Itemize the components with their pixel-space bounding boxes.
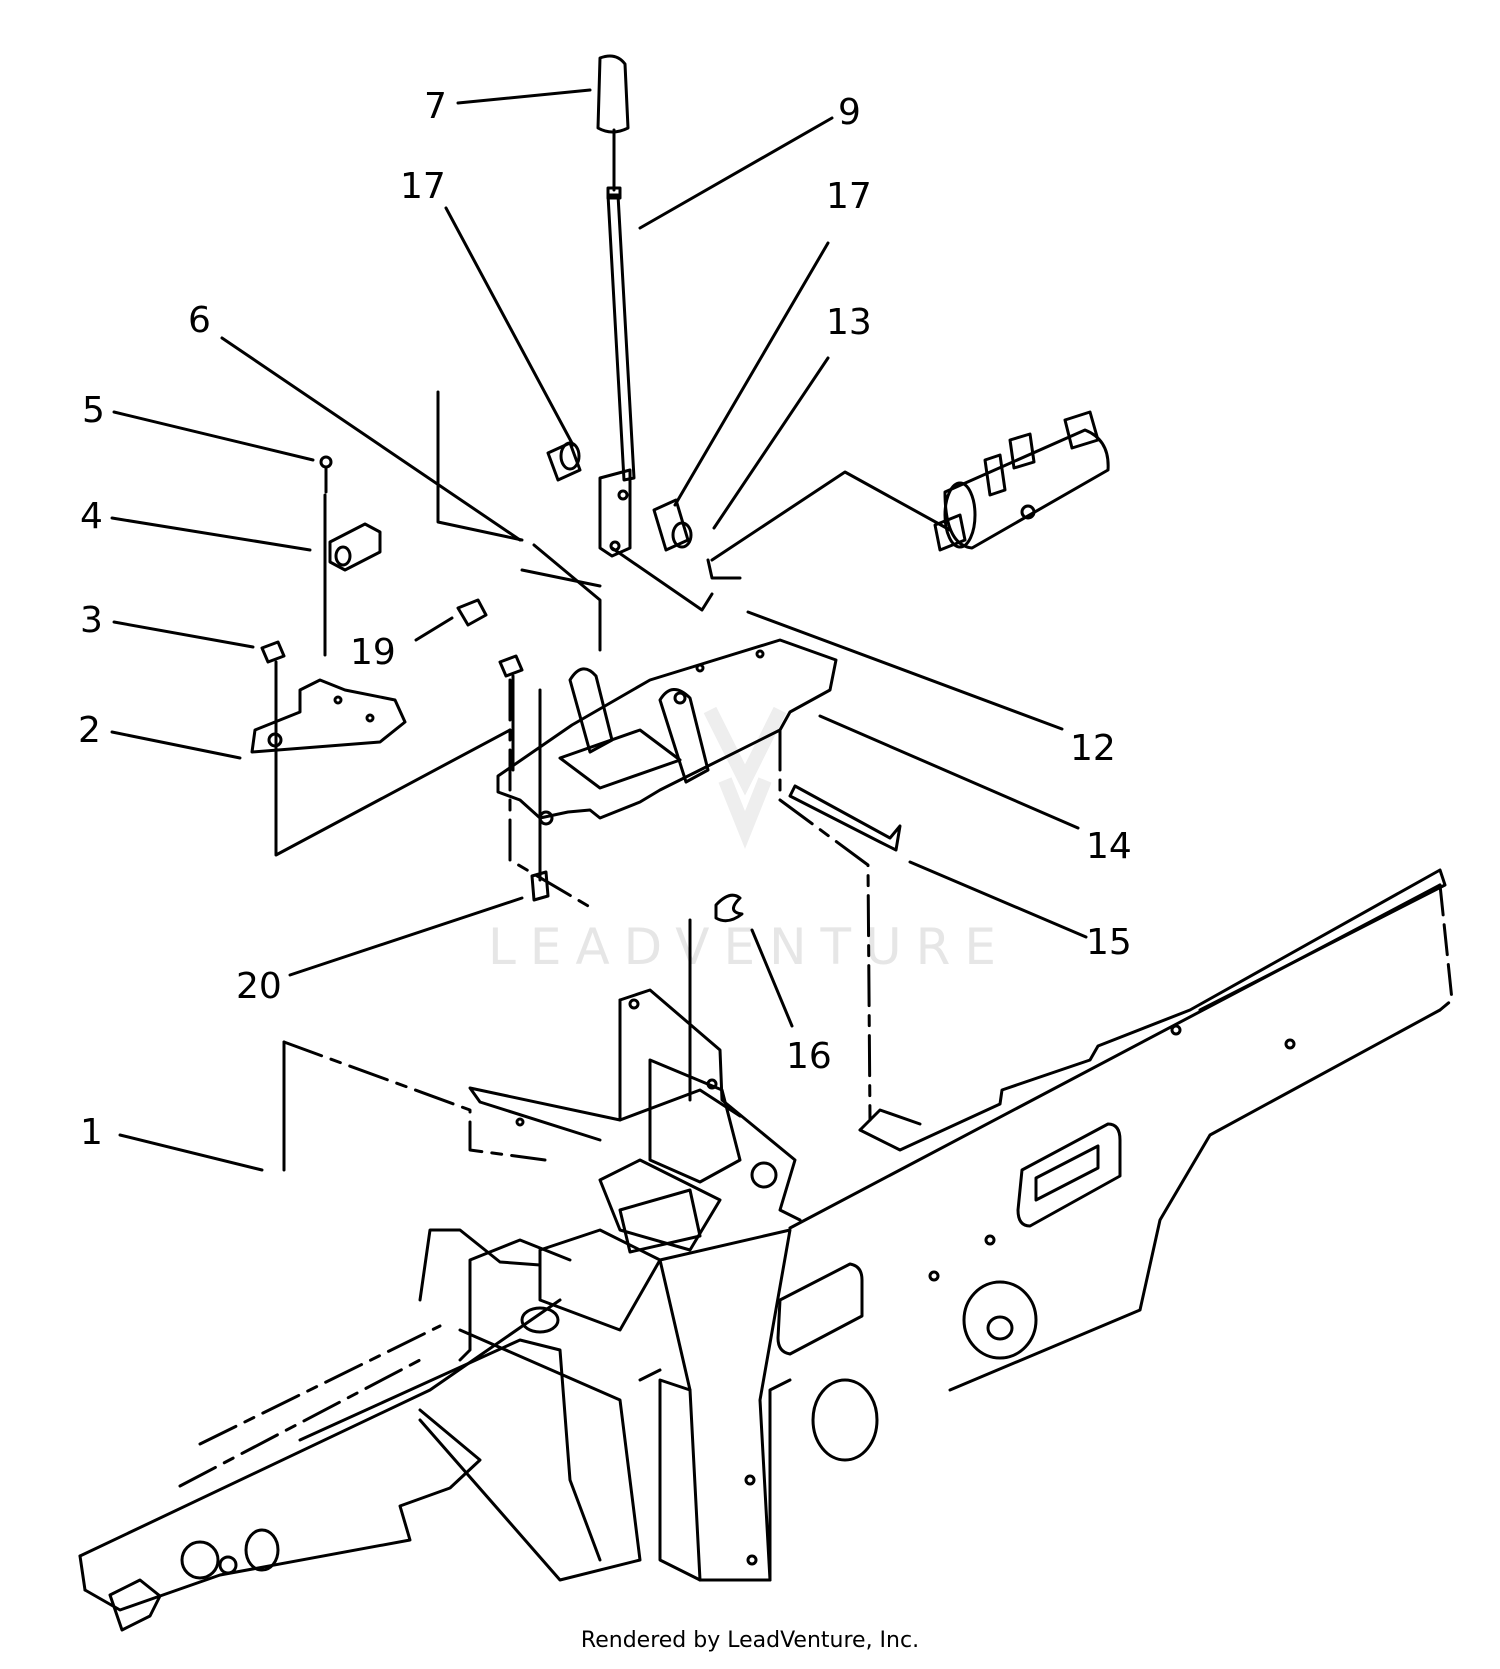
bolt-15	[788, 784, 902, 852]
callout-2: 2	[78, 710, 101, 751]
footer-credit: Rendered by LeadVenture, Inc.	[580, 1628, 920, 1653]
shift-lever	[598, 186, 636, 558]
callout-4: 4	[80, 496, 103, 537]
nut-19	[456, 598, 488, 627]
spacer-4	[328, 522, 382, 572]
callout-20: 20	[236, 966, 282, 1007]
bolt-3	[260, 640, 286, 692]
callout-3: 3	[80, 600, 103, 641]
callout-19: 19	[350, 632, 396, 673]
callout-12: 12	[1070, 728, 1116, 769]
watermark-logo	[703, 706, 787, 849]
callout-15: 15	[1086, 922, 1132, 963]
callout-17-left: 17	[400, 166, 446, 207]
leader-lines	[110, 88, 1088, 1172]
callout-7: 7	[424, 86, 447, 127]
callout-13: 13	[826, 302, 872, 343]
callout-16: 16	[786, 1036, 832, 1077]
callout-5: 5	[82, 390, 105, 431]
bolt-5	[319, 455, 333, 494]
callout-17-right: 17	[826, 176, 872, 217]
bracket-2	[250, 678, 407, 754]
bolt-top-14	[498, 654, 524, 772]
mount-plate	[496, 638, 838, 826]
watermark-text: LEADVENTURE	[488, 918, 1010, 976]
bushing-right	[652, 498, 693, 552]
callout-6: 6	[188, 300, 211, 341]
bushing-left	[546, 441, 582, 482]
callout-14: 14	[1086, 826, 1132, 867]
spring-16	[714, 893, 744, 923]
callout-9: 9	[838, 92, 861, 133]
spacer-20	[530, 870, 550, 902]
callout-1: 1	[80, 1112, 103, 1153]
solenoid	[933, 410, 1110, 552]
pin-13	[610, 546, 714, 612]
assembly-lines	[274, 128, 952, 1172]
callout-labels: 1 2 3 4 5 6 7 9 12 13 14 15 16 17 17 19 …	[78, 86, 1132, 1153]
frame-main	[78, 868, 1454, 1632]
shift-knob	[596, 54, 630, 134]
